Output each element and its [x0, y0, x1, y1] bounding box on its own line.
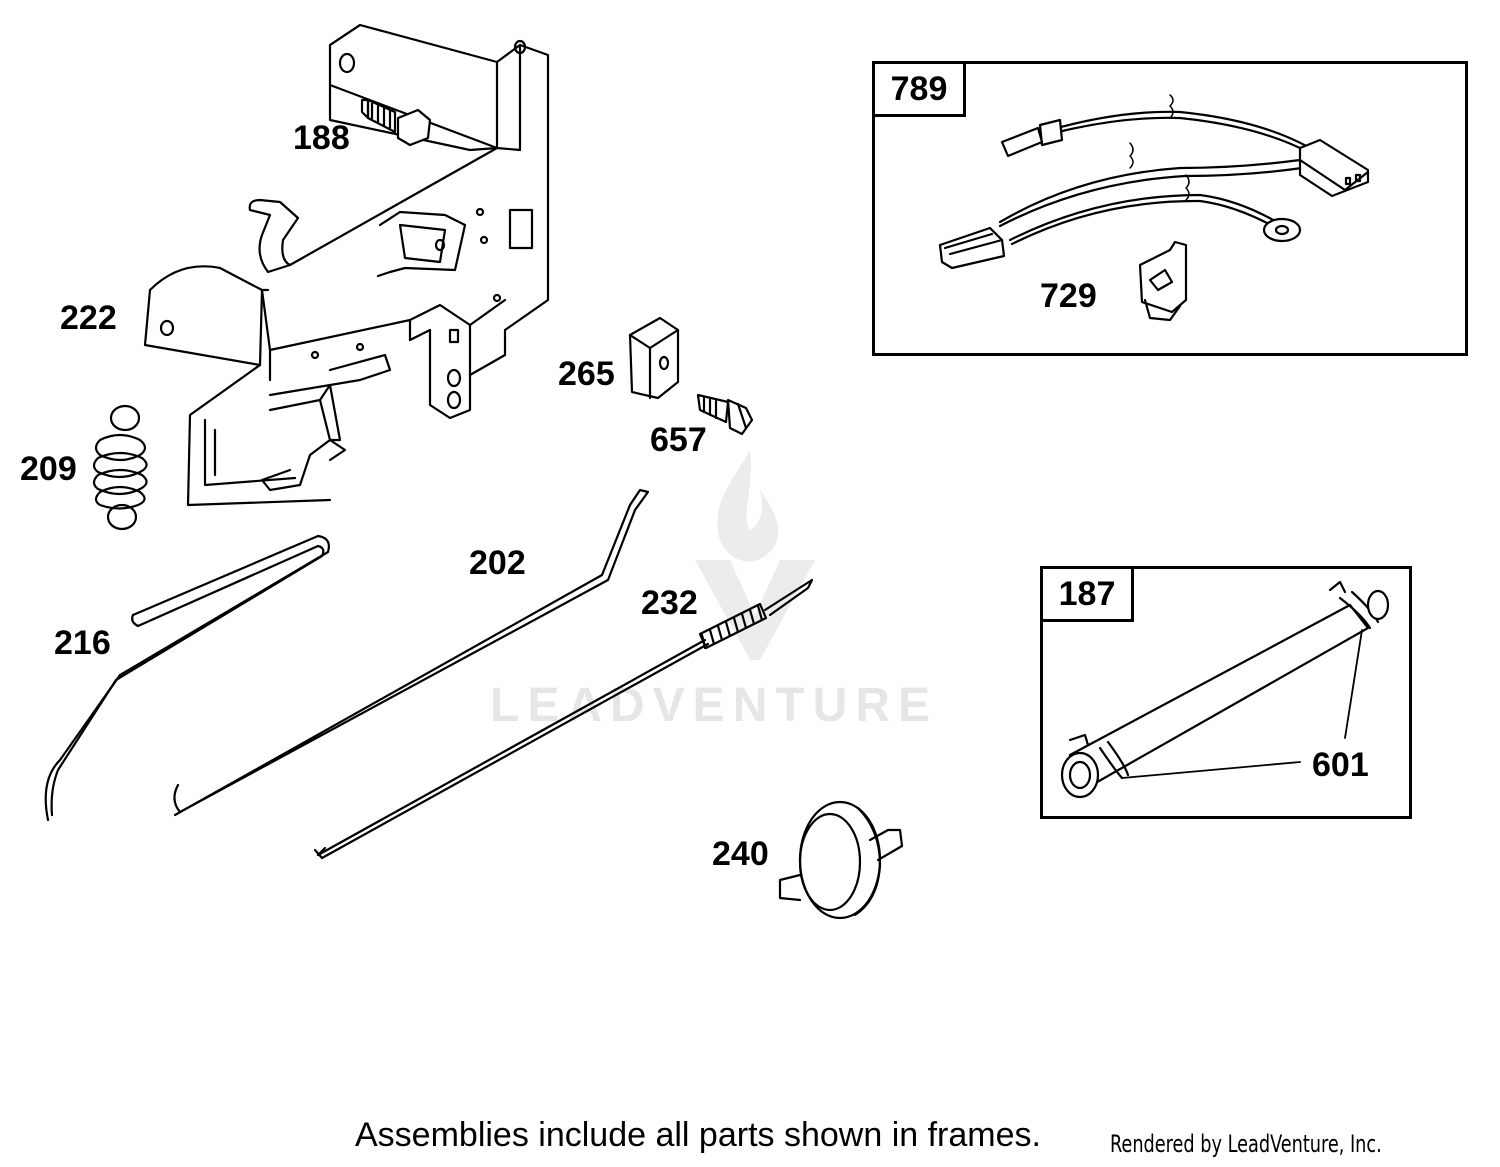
callout-729: 729: [1040, 277, 1097, 315]
fuel-line-187: [1060, 580, 1390, 799]
link-216: [44, 534, 330, 822]
callout-601: 601: [1312, 746, 1369, 784]
wiring-harness-789: [938, 94, 1370, 270]
callout-188: 188: [293, 119, 350, 157]
render-credit: Rendered by LeadVenture, Inc.: [1110, 1130, 1382, 1158]
clip-265: [628, 316, 680, 400]
callout-202: 202: [469, 544, 526, 582]
callout-222: 222: [60, 299, 117, 337]
rod-202: [173, 488, 650, 817]
watermark-flame-logo: [695, 450, 815, 660]
callout-216: 216: [54, 624, 111, 662]
frame-789: [872, 61, 1468, 356]
callout-657: 657: [650, 421, 707, 459]
frame-label-187: 187: [1040, 566, 1134, 622]
callout-240: 240: [712, 835, 769, 873]
spring-rod-232: [313, 578, 814, 860]
callout-232: 232: [641, 584, 698, 622]
frame-label-789: 789: [872, 61, 966, 117]
bolt-188: [360, 98, 432, 147]
clip-729: [1138, 240, 1188, 322]
screw-657: [696, 393, 754, 436]
control-bracket: [143, 23, 550, 507]
callout-265: 265: [558, 355, 615, 393]
fuel-filter-240: [778, 800, 904, 920]
callout-209: 209: [20, 450, 77, 488]
spring-209: [92, 404, 148, 531]
frame-187: [1040, 566, 1412, 819]
assemblies-note: Assemblies include all parts shown in fr…: [355, 1116, 1041, 1154]
